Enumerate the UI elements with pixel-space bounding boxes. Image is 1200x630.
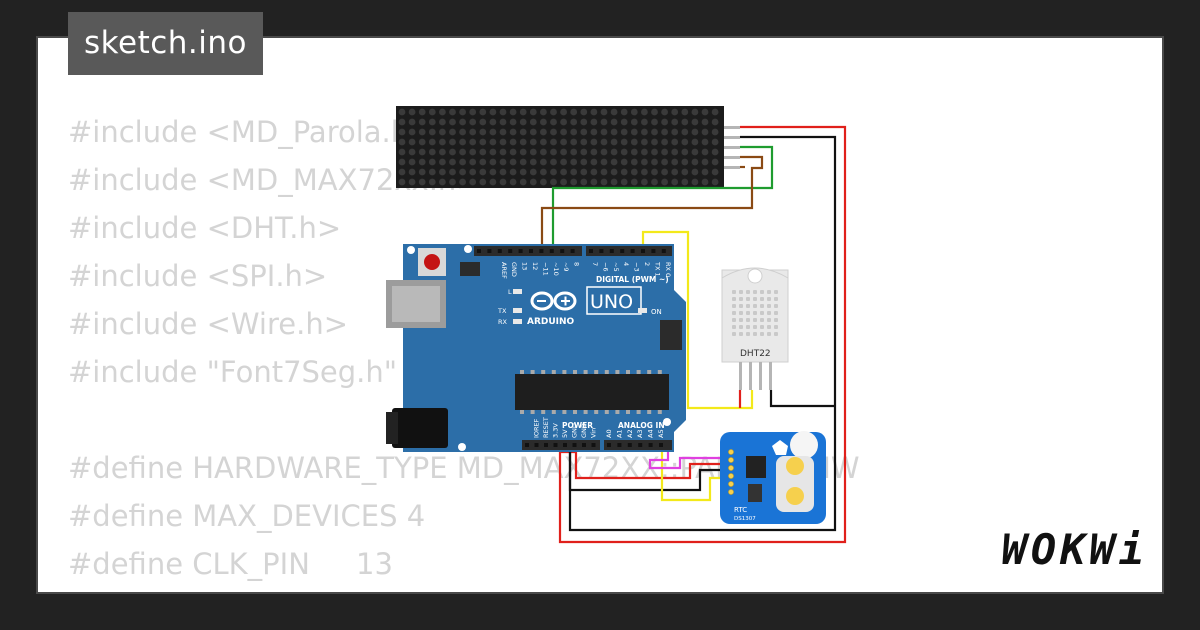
code-line: #include "Font7Seg.h" (68, 355, 398, 389)
wire-red-rtc (574, 452, 730, 480)
power-analog-pin-label: Vin (590, 428, 598, 438)
arduino-brand-label: ARDUINO (527, 317, 575, 327)
wire-yellow-dht (641, 230, 754, 410)
power-analog-pin-label: RESET (542, 417, 550, 438)
power-label: POWER (562, 421, 593, 430)
digital-label: DIGITAL (PWM ~) (596, 275, 669, 284)
led-tx-label: TX (497, 307, 507, 315)
rtc-pins (728, 449, 734, 495)
wire-magenta-scl (648, 452, 730, 470)
rtc-chip-label: DS1307 (734, 516, 756, 522)
arduino-logo (530, 291, 577, 311)
digital-pin-label: AREF (500, 262, 508, 279)
code-editor[interactable]: #include <MD_Parola.h>#include <MD_MAX72… (68, 108, 860, 592)
digital-pin-label: ~9 (562, 262, 570, 272)
digital-pin-label: 12 (531, 262, 539, 270)
wire-brown-cs (540, 155, 764, 252)
led-matrix-pins (724, 126, 740, 169)
wire-green-din (551, 145, 774, 252)
dht22-pins (739, 362, 772, 390)
digital-pin-label: 13 (521, 262, 529, 270)
rtc-battery-holder (776, 456, 814, 512)
led-rx (513, 319, 522, 324)
code-line: #define CLK_PIN 13 (68, 547, 393, 581)
power-header (522, 440, 600, 450)
digital-pin-label: ~11 (541, 262, 549, 276)
power-analog-pin-label: A1 (615, 429, 623, 438)
digital-pin-label: ~5 (612, 262, 620, 272)
digital-pin-label: ~10 (552, 262, 560, 276)
led-matrix-body (396, 106, 724, 188)
digital-pin-label: TX 1 (653, 261, 661, 277)
power-analog-pin-label: 5V (561, 429, 569, 438)
atmega-chip (515, 374, 669, 410)
dht22-label: DHT22 (740, 349, 771, 359)
digital-pin-label: ~3 (633, 262, 641, 272)
digital-pin-label: RX 0 (664, 262, 672, 277)
led-rx-label: RX (498, 318, 508, 326)
code-line: #include <Wire.h> (68, 307, 349, 341)
digital-pin-label: 8 (573, 262, 581, 266)
code-line: #include <MD_Parola.h> (68, 115, 434, 149)
wire-yellow-sda (660, 452, 730, 502)
led-matrix-dots (398, 108, 719, 186)
power-analog-pin-label: A3 (636, 429, 644, 438)
rtc-ds1307-module[interactable]: RTC DS1307 (720, 431, 826, 524)
file-tab-sketch[interactable]: sketch.ino (68, 12, 263, 75)
power-analog-pin-label: A5 (657, 429, 665, 438)
wire-black-dht (769, 390, 835, 408)
led-l (513, 289, 522, 294)
digital-pin-label: GND (510, 262, 518, 277)
power-analog-pin-label: A4 (647, 429, 655, 438)
code-line: #include <DHT.h> (68, 211, 342, 245)
power-analog-pin-label: IOREF (533, 418, 541, 438)
wire-black-gnd (568, 135, 837, 532)
power-jack (392, 408, 448, 448)
digital-header-right (586, 246, 672, 256)
power-analog-pin-label: 3.3V (552, 423, 560, 438)
digital-pin-label: 4 (622, 262, 630, 266)
code-line: #include <SPI.h> (68, 259, 328, 293)
analog-label: ANALOG IN (618, 421, 665, 430)
led-on-label: ON (651, 308, 662, 316)
led-l-label: L (508, 288, 512, 296)
wire-black-rtc (568, 452, 730, 492)
led-tx (513, 308, 522, 313)
led-matrix-display[interactable] (396, 106, 740, 188)
dht22-sensor[interactable]: DHT22 (721, 267, 789, 390)
rtc-chip (746, 456, 766, 478)
icsp-header (460, 262, 682, 350)
uno-label: UNO (590, 291, 633, 313)
digital-pin-label: 7 (591, 262, 599, 266)
led-on (638, 308, 647, 313)
power-analog-pin-label: GND (571, 423, 579, 438)
analog-header (604, 440, 672, 450)
digital-pin-label: ~6 (601, 262, 609, 272)
digital-pin-label: 2 (643, 262, 651, 266)
power-analog-pin-label: A2 (626, 429, 634, 438)
rtc-label: RTC (734, 506, 747, 514)
code-line: #define MAX_DEVICES 4 (68, 499, 426, 533)
digital-header-left (474, 246, 582, 256)
power-analog-pin-label: GND (580, 423, 588, 438)
wokwi-logo: WOKWi (1001, 525, 1148, 574)
power-analog-pin-label: A0 (605, 429, 613, 438)
